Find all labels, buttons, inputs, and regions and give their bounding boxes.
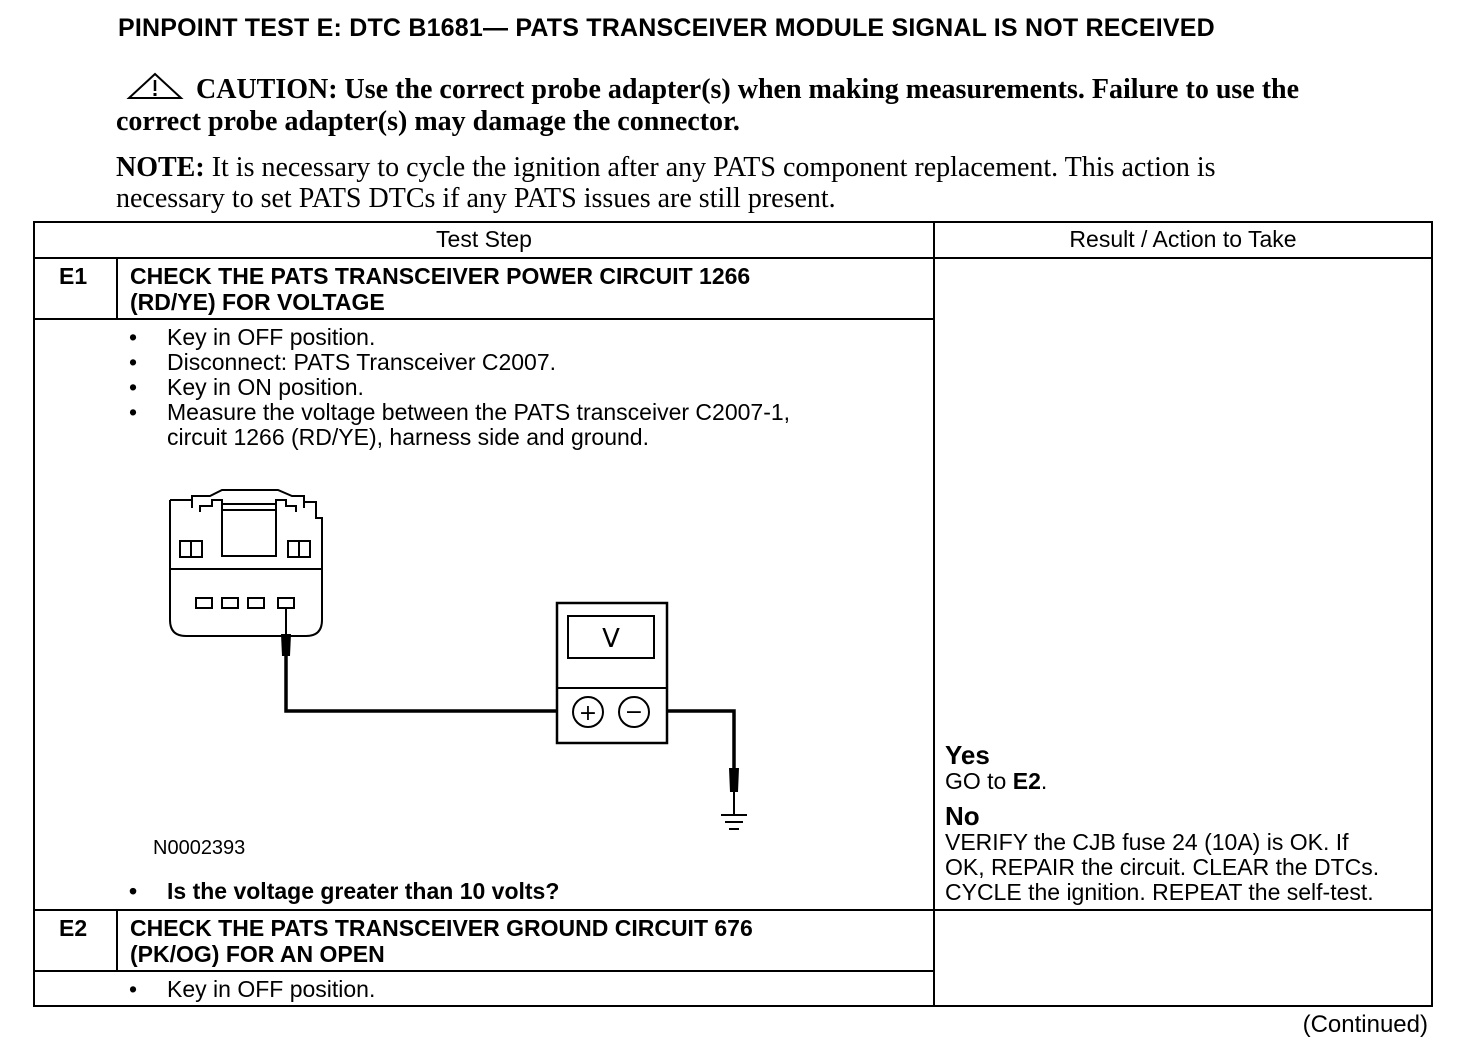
step-e1-question: Is the voltage greater than 10 volts? [117,879,917,905]
step-id-e2: E2 [59,915,88,941]
ground-lead [667,709,736,768]
step-e2-instructions: Key in OFF position. [117,977,917,1003]
connector-icon [169,489,323,637]
probe-icon [281,608,291,656]
voltmeter-icon: V + − [555,601,669,745]
caution-notice: CAUTION: Use the correct probe adapter(s… [116,72,1316,138]
minus-terminal: − [625,700,643,725]
table-rule [35,909,1431,911]
step-id-e1: E1 [59,263,88,289]
question-text: Is the voltage greater than 10 volts? [117,879,917,905]
table-rule [116,257,118,318]
page-title: PINPOINT TEST E: DTC B1681— PATS TRANSCE… [118,14,1215,42]
table-rule [35,257,1431,259]
list-item-continuation: circuit 1266 (RD/YE), harness side and g… [167,424,649,450]
figure-id: N0002393 [153,837,246,859]
result-no-label: No [945,801,980,831]
list-item: Key in ON position. [117,375,917,401]
note-label: NOTE: [116,152,205,183]
step-title-e1: CHECK THE PATS TRANSCEIVER POWER CIRCUIT… [130,263,920,315]
meter-symbol: V [602,624,620,654]
result-no-line: CYCLE the ignition. REPEAT the self-test… [945,879,1374,905]
result-yes-action: GO to E2. [945,769,1435,794]
header-result-action: Result / Action to Take [1069,226,1297,252]
result-no-line: OK, REPAIR the circuit. CLEAR the DTCs. [945,854,1380,880]
plus-terminal: + [579,701,597,726]
table-rule [116,909,118,970]
step-title-e2: CHECK THE PATS TRANSCEIVER GROUND CIRCUI… [130,915,920,967]
step-title-line: (PK/OG) FOR AN OPEN [130,941,385,967]
step-title-line: CHECK THE PATS TRANSCEIVER POWER CIRCUIT… [130,263,751,289]
table-rule [933,223,935,1005]
step-e1-result: Yes GO to E2. No VERIFY the CJB fuse 24 … [945,741,1435,905]
ground-icon [721,768,747,830]
table-rule [35,970,933,972]
warning-triangle-icon [126,72,184,99]
table-rule [35,318,933,320]
result-yes-text: GO to [945,768,1013,794]
list-item: Measure the voltage between the PATS tra… [117,400,917,426]
test-table: Test Step Result / Action to Take E1 CHE… [33,221,1433,1007]
step-title-line: (RD/YE) FOR VOLTAGE [130,289,385,315]
test-lead [284,656,557,713]
note-block: NOTE: It is necessary to cycle the ignit… [116,152,1316,214]
result-yes-label: Yes [945,740,990,770]
result-no-line: VERIFY the CJB fuse 24 (10A) is OK. If [945,829,1349,855]
list-item: Key in OFF position. [117,977,917,1003]
result-yes-target: E2 [1012,768,1041,794]
list-item: Disconnect: PATS Transceiver C2007. [117,350,917,376]
continued-label: (Continued) [1302,1011,1428,1038]
caution-text: CAUTION: Use the correct probe adapter(s… [116,74,1300,137]
list-item: Key in OFF position. [117,325,917,351]
voltage-test-diagram: V + − [169,489,747,830]
result-yes-end: . [1040,768,1048,794]
step-title-line: CHECK THE PATS TRANSCEIVER GROUND CIRCUI… [130,915,753,941]
note-text: It is necessary to cycle the ignition af… [116,152,1216,214]
step-e1-instructions: Key in OFF position. Disconnect: PATS Tr… [117,325,917,450]
header-test-step: Test Step [436,226,532,252]
